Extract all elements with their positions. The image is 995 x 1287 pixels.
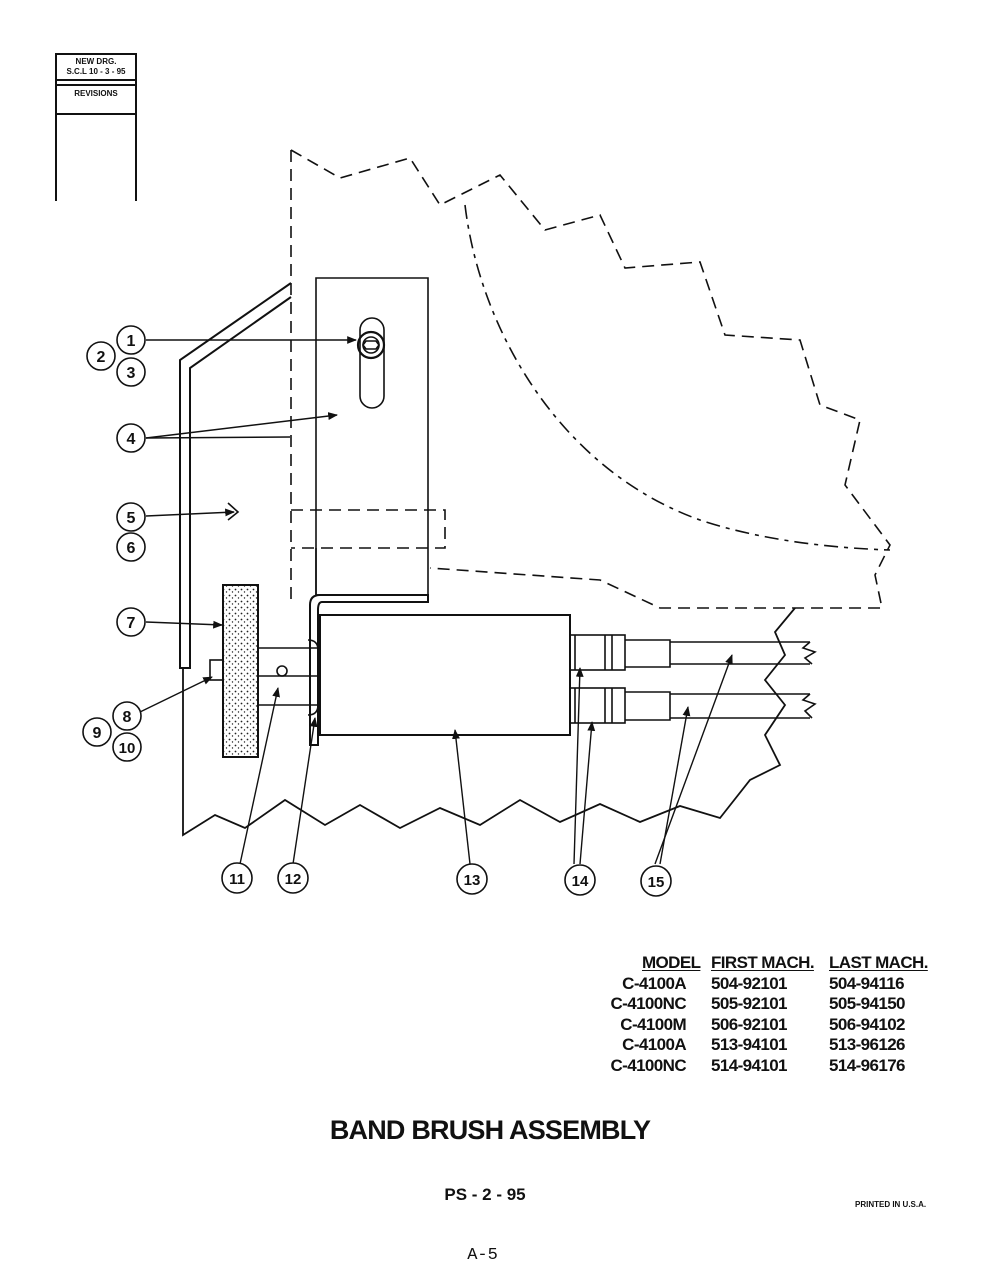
- angle-bracket: [309, 594, 429, 746]
- callout-5-label: 5: [127, 510, 136, 527]
- model-cell: C-4100A: [622, 973, 686, 993]
- last-mach-cell: 513-96126: [829, 1035, 906, 1054]
- header-first-mach: FIRST MACH.: [711, 953, 815, 972]
- table-row: C-4100NC 514-94101 514-96176: [600, 1056, 940, 1077]
- first-mach-cell: 513-94101: [711, 1035, 788, 1054]
- revision-block: NEW DRG. S.C.L 10 - 3 - 95 REVISIONS: [55, 53, 137, 201]
- callout-11-label: 11: [229, 871, 245, 888]
- shaft-nut: [209, 659, 224, 681]
- table-row: C-4100A 513-94101 513-96126: [600, 1035, 940, 1056]
- callout-12: 12: [277, 862, 309, 894]
- callout-6-label: 6: [127, 540, 136, 557]
- header-last-mach: LAST MACH.: [829, 953, 928, 972]
- first-mach-cell: 514-94101: [711, 1055, 788, 1075]
- callout-4-label: 4: [127, 431, 136, 448]
- callout-5: 5: [116, 502, 146, 532]
- revision-divider: [57, 84, 135, 86]
- last-mach-cell: 514-96176: [829, 1055, 906, 1075]
- callout-1: 1: [116, 325, 146, 355]
- bolt-head: [356, 330, 386, 360]
- callout-15-label: 15: [648, 874, 665, 891]
- header-model: MODEL: [642, 953, 701, 972]
- drawing-reference: PS - 2 - 95: [444, 1185, 526, 1204]
- revision-line-1: NEW DRG.: [75, 57, 117, 66]
- callout-3-label: 3: [127, 365, 136, 382]
- model-table: MODEL FIRST MACH. LAST MACH. C-4100A 504…: [600, 953, 940, 1076]
- table-row: C-4100A 504-92101 504-94116: [600, 974, 940, 995]
- callout-10-label: 10: [119, 740, 136, 757]
- revision-divider: [57, 79, 135, 81]
- page-number: A-5: [467, 1246, 498, 1265]
- callout-7: 7: [116, 607, 146, 637]
- callout-8: 8: [112, 701, 142, 731]
- wheel-arc: [464, 204, 891, 551]
- drawing-title: BAND BRUSH ASSEMBLY: [329, 1115, 651, 1145]
- callout-14-label: 14: [572, 873, 589, 890]
- printed-notice: PRINTED IN U.S.A.: [855, 1200, 927, 1209]
- model-cell: C-4100A: [622, 1035, 686, 1054]
- callout-7-label: 7: [127, 615, 136, 632]
- first-mach-cell: 504-92101: [711, 973, 788, 993]
- hose-upper: [625, 639, 810, 668]
- callout-1-label: 1: [127, 333, 136, 350]
- callout-2: 2: [86, 341, 116, 371]
- callout-8-label: 8: [123, 709, 132, 726]
- lower-frame: [182, 607, 796, 837]
- brush-body: [319, 614, 571, 736]
- callout-2-label: 2: [97, 349, 106, 366]
- callout-10: 10: [112, 732, 142, 762]
- first-mach-cell: 506-92101: [711, 1014, 788, 1034]
- callout-3: 3: [116, 357, 146, 387]
- model-table-header: MODEL FIRST MACH. LAST MACH.: [600, 953, 940, 974]
- table-row: C-4100M 506-92101 506-94102: [600, 1015, 940, 1036]
- callout-9: 9: [82, 717, 112, 747]
- callout-4: 4: [116, 423, 146, 453]
- adjustment-slot: [359, 317, 385, 409]
- hose-lower: [625, 691, 810, 721]
- model-cell: C-4100NC: [610, 1055, 686, 1075]
- last-mach-cell: 505-94150: [829, 994, 906, 1013]
- fitting-lower: [569, 687, 626, 724]
- guard-bracket: [179, 282, 292, 669]
- callout-6: 6: [116, 532, 146, 562]
- callout-11: 11: [221, 862, 253, 894]
- model-cell: C-4100M: [620, 1014, 686, 1034]
- first-mach-cell: 505-92101: [711, 994, 788, 1013]
- last-mach-cell: 504-94116: [829, 973, 905, 993]
- callout-12-label: 12: [285, 871, 302, 888]
- callout-9-label: 9: [93, 725, 102, 742]
- machine-break-outline: [290, 149, 891, 609]
- callout-15: 15: [640, 865, 672, 897]
- model-cell: C-4100NC: [610, 994, 686, 1013]
- brush-shaft: [258, 647, 318, 706]
- callout-13-label: 13: [464, 872, 481, 889]
- table-row: C-4100NC 505-92101 505-94150: [600, 994, 940, 1015]
- brush-wheel: [222, 584, 259, 758]
- callout-14: 14: [564, 864, 596, 896]
- callout-13: 13: [456, 863, 488, 895]
- revisions-label: REVISIONS: [74, 89, 118, 98]
- band-hidden: [291, 509, 446, 549]
- last-mach-cell: 506-94102: [829, 1014, 906, 1034]
- revision-line-2: S.C.L 10 - 3 - 95: [66, 67, 126, 76]
- revision-divider: [57, 113, 135, 115]
- fitting-upper: [569, 634, 626, 671]
